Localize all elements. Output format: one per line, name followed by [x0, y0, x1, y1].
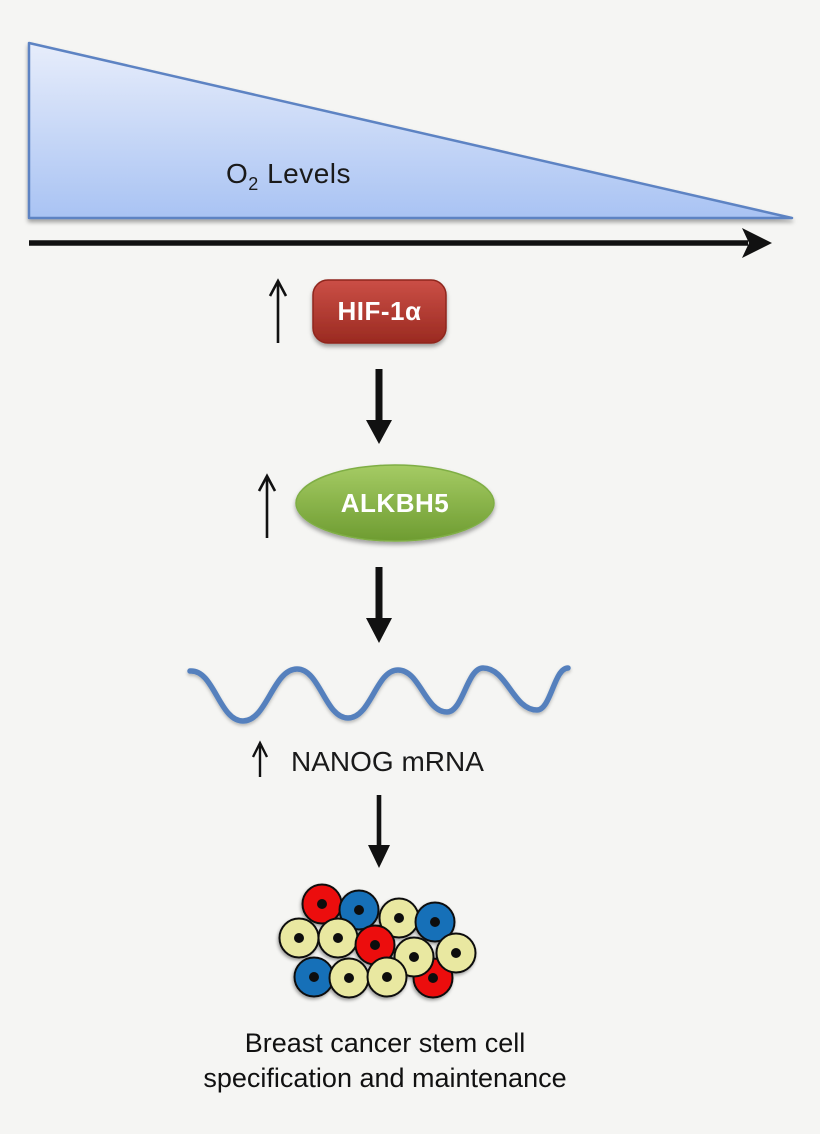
hif-increase-arrow [268, 278, 288, 343]
alkbh5-to-mrna-arrow [366, 567, 392, 643]
cell-nucleus [382, 972, 392, 982]
down-arrow-head [368, 845, 390, 868]
caption-line-2: specification and maintenance [203, 1063, 567, 1093]
hif1a-label: HIF-1α [337, 296, 422, 326]
cell-nucleus [451, 948, 461, 958]
up-arrow-head [251, 740, 269, 758]
alkbh5-increase-arrow [257, 473, 277, 538]
mrna-wave [187, 665, 571, 724]
cell-nucleus [430, 917, 440, 927]
cell-nucleus [333, 933, 343, 943]
cell-nucleus [294, 933, 304, 943]
down-arrow-head [366, 618, 392, 643]
cell-nucleus [344, 973, 354, 983]
alkbh5-node [295, 464, 495, 542]
hif1a-node [312, 279, 447, 344]
cell-nucleus [394, 913, 404, 923]
caption-line-1: Breast cancer stem cell [244, 1028, 526, 1058]
nanog-increase-arrow [251, 740, 269, 777]
cell-nucleus [428, 973, 438, 983]
mrna-to-cells-arrow [368, 795, 390, 868]
o2-levels-text: Levels [258, 158, 352, 189]
nanog-mrna-label: NANOG mRNA [291, 746, 484, 777]
o2-subscript: 2 [248, 174, 259, 194]
cell-nucleus [309, 972, 319, 982]
stem-cell-cluster [278, 883, 477, 999]
up-arrow-head [257, 473, 277, 492]
stem-cell-caption: Breast cancer stem cell specification an… [110, 1026, 660, 1096]
cell-nucleus [370, 940, 380, 950]
up-arrow-head [268, 278, 288, 297]
cell-nucleus [317, 899, 327, 909]
o2-gradient-triangle [27, 41, 794, 220]
alkbh5-label: ALKBH5 [340, 487, 450, 518]
o2-symbol: O [226, 158, 249, 189]
down-arrow-head [366, 420, 392, 444]
cell-nucleus [354, 905, 364, 915]
hypoxia-axis-arrow [29, 228, 772, 258]
cell-nucleus [409, 952, 419, 962]
o2-levels-label: O2 Levels [226, 158, 352, 194]
hif-to-alkbh5-arrow [366, 369, 392, 444]
hypoxia-axis-arrowhead [742, 228, 772, 258]
